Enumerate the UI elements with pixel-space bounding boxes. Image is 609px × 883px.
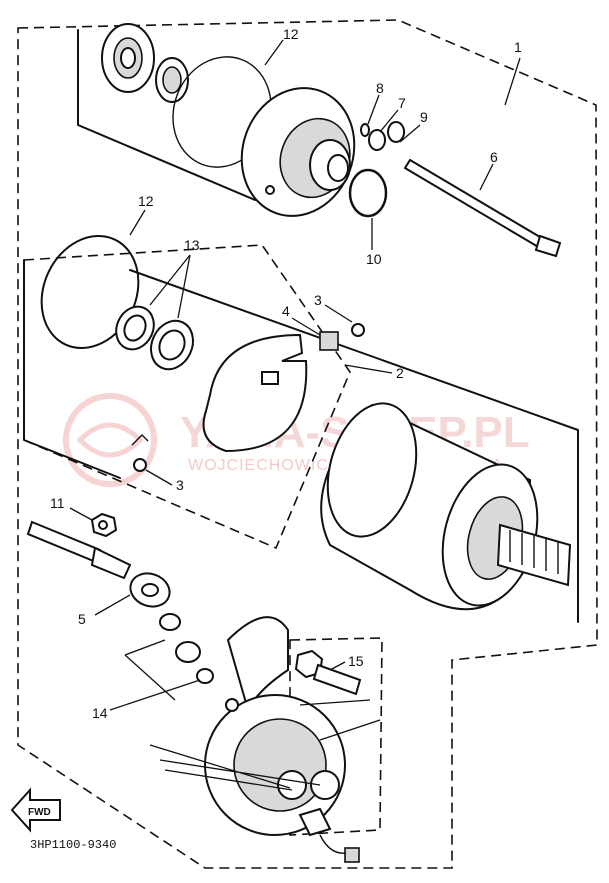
front-cover bbox=[240, 87, 356, 217]
callout-10: 10 bbox=[366, 251, 382, 267]
bearing bbox=[155, 57, 189, 103]
circlip-9 bbox=[387, 121, 406, 143]
callout-3-lower: 3 bbox=[176, 477, 184, 493]
assembly-boundary bbox=[17, 19, 598, 869]
oil-seal bbox=[101, 23, 155, 93]
yoke-armature bbox=[320, 402, 572, 611]
fwd-label: FWD bbox=[28, 807, 51, 818]
spring-upper bbox=[351, 323, 365, 337]
brush-plate-boundary bbox=[23, 244, 351, 550]
rear-cover bbox=[204, 616, 346, 836]
callout-5: 5 bbox=[78, 611, 86, 627]
starter-cable bbox=[26, 520, 171, 608]
spring-lower bbox=[133, 458, 147, 472]
washer-14b bbox=[175, 641, 201, 663]
washer-8 bbox=[360, 123, 370, 137]
watermark-logo bbox=[63, 393, 157, 487]
callout-2: 2 bbox=[396, 365, 404, 381]
brush-holder-plate bbox=[202, 333, 308, 453]
washer-7 bbox=[368, 129, 386, 151]
drawing-code: 3HP1100-9340 bbox=[30, 838, 116, 852]
callout-15: 15 bbox=[348, 653, 364, 669]
callout-11: 11 bbox=[50, 495, 65, 511]
front-cover-guide bbox=[77, 29, 256, 201]
callout-1: 1 bbox=[514, 39, 522, 55]
forward-arrow-icon: FWD bbox=[10, 787, 61, 833]
callout-12-mid: 12 bbox=[138, 193, 154, 209]
callout-12-top: 12 bbox=[283, 26, 299, 42]
yoke-guide bbox=[129, 269, 579, 623]
callout-7: 7 bbox=[398, 95, 406, 111]
o-ring-10 bbox=[348, 168, 388, 218]
callout-8: 8 bbox=[376, 80, 384, 96]
long-bolt bbox=[403, 158, 562, 258]
terminal-bolt bbox=[294, 649, 362, 696]
callout-3-upper: 3 bbox=[314, 292, 322, 308]
brush bbox=[319, 331, 339, 351]
callout-14: 14 bbox=[92, 705, 108, 721]
callout-6: 6 bbox=[490, 149, 498, 165]
terminal-brush bbox=[298, 807, 360, 863]
callout-13: 13 bbox=[184, 237, 200, 253]
brush-guide bbox=[23, 259, 121, 479]
o-ring-14 bbox=[196, 668, 214, 684]
callout-9: 9 bbox=[420, 109, 428, 125]
callout-4: 4 bbox=[282, 303, 290, 319]
washer-14a bbox=[159, 613, 181, 631]
